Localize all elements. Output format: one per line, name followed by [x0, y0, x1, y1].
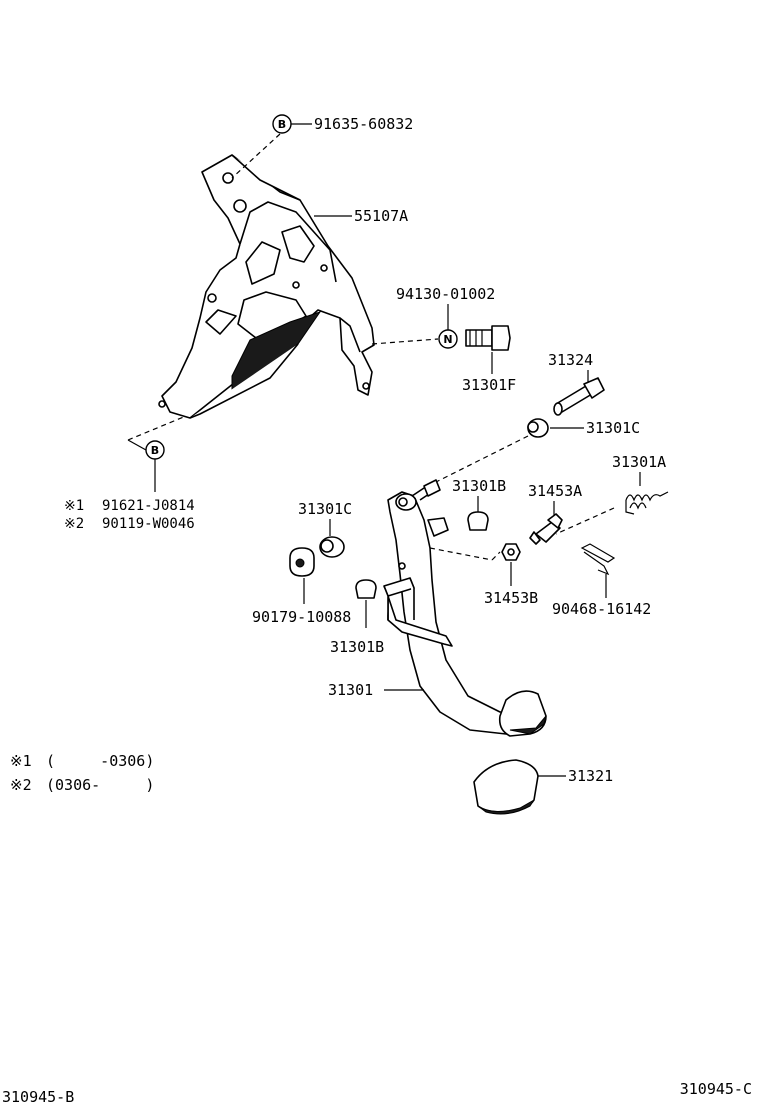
nut-left-icon: [289, 547, 315, 577]
svg-text:B: B: [151, 444, 159, 457]
svg-text:B: B: [278, 118, 286, 131]
note-1-part: 91621-J0814: [102, 498, 195, 514]
range-1: ( -0306): [46, 752, 154, 770]
bushing-b-bottom-icon: [355, 579, 377, 599]
switch-a-icon: [529, 513, 563, 545]
range-2: (0306- ): [46, 776, 154, 794]
callout-bushing-b-top: 31301B: [452, 477, 506, 495]
callout-switch-a: 31453A: [528, 482, 582, 500]
callout-pad: 31321: [568, 767, 613, 785]
callout-switch-b: 31453B: [484, 589, 538, 607]
bushing-b-top-icon: [467, 511, 489, 531]
bushing-c-right-icon: [527, 418, 549, 438]
callout-nut-left: 90179-10088: [252, 608, 351, 626]
callout-spring: 31301A: [612, 453, 666, 471]
note-2-mark: ※2: [64, 516, 84, 532]
callout-bushing-b-bottom: 31301B: [330, 638, 384, 656]
callout-nut-n: 94130-01002: [396, 285, 495, 303]
shaft-icon: [553, 377, 605, 416]
callout-clip: 90468-16142: [552, 600, 651, 618]
callout-bolt-f: 31301F: [462, 376, 516, 394]
footer-right-code: 310945-C: [680, 1080, 752, 1098]
badge-b-top: B: [272, 114, 292, 134]
range-2-mark: ※2: [10, 776, 32, 794]
badge-b-bottom: B: [145, 440, 165, 460]
nut-switch-b-icon: [501, 543, 521, 561]
callout-pedal: 31301: [328, 681, 373, 699]
pedal-arm: [383, 479, 517, 735]
svg-text:N: N: [443, 333, 452, 346]
bushing-c-left-icon: [319, 536, 345, 558]
callout-bracket: 55107A: [354, 207, 408, 225]
callout-bolt-b: 91635-60832: [314, 115, 413, 133]
pedal-bracket: [158, 154, 375, 419]
callout-bushing-c-left: 31301C: [298, 500, 352, 518]
spring-icon: [625, 491, 669, 515]
clip-icon: [580, 543, 616, 576]
footer-left-code: 310945-B: [2, 1088, 74, 1106]
pedal-pad-icon: [473, 759, 539, 815]
callout-bushing-c-right: 31301C: [586, 419, 640, 437]
bolt-f-icon: [465, 325, 511, 351]
range-1-mark: ※1: [10, 752, 32, 770]
callout-shaft: 31324: [548, 351, 593, 369]
note-1-mark: ※1: [64, 498, 84, 514]
note-2-part: 90119-W0046: [102, 516, 195, 532]
badge-n: N: [438, 329, 458, 349]
pedal-pad-mounted: [498, 690, 547, 737]
